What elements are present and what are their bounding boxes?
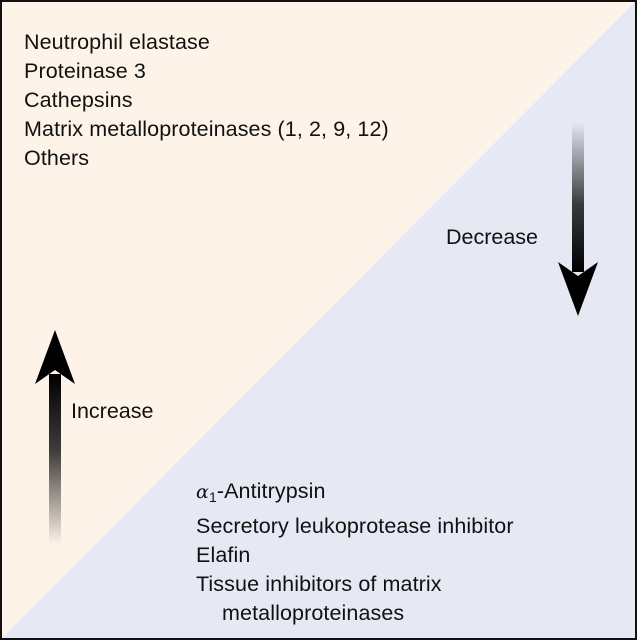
decrease-label: Decrease: [446, 225, 539, 249]
increase-label: Increase: [71, 399, 154, 423]
proteinase-list: Neutrophil elastase Proteinase 3 Catheps…: [24, 28, 389, 173]
decrease-arrow-icon: [558, 122, 598, 316]
list-item-alpha1-antitrypsin: α1-Antitrypsin: [196, 477, 514, 512]
list-item: Cathepsins: [24, 88, 133, 112]
list-item: Elafin: [196, 543, 251, 567]
alpha-symbol: α: [196, 481, 209, 503]
list-item: Neutrophil elastase: [24, 30, 210, 54]
antitrypsin-text: -Antitrypsin: [216, 479, 326, 503]
list-item: Tissue inhibitors of matrix: [196, 572, 442, 596]
decrease-arrowhead: [558, 262, 598, 316]
increase-arrow-icon: [35, 330, 75, 545]
list-item: Matrix metalloproteinases (1, 2, 9, 12): [24, 117, 389, 141]
list-item: Proteinase 3: [24, 59, 146, 83]
alpha-subscript: 1: [208, 489, 217, 505]
list-item: Secretory leukoprotease inhibitor: [196, 514, 514, 538]
increase-arrowhead: [35, 330, 75, 384]
inhibitor-list: α1-Antitrypsin Secretory leukoprotease i…: [196, 477, 514, 628]
list-item-continuation: metalloproteinases: [222, 601, 405, 625]
increase-arrow-shaft: [49, 374, 61, 545]
decrease-arrow-shaft: [572, 122, 584, 272]
list-item: Others: [24, 146, 90, 170]
